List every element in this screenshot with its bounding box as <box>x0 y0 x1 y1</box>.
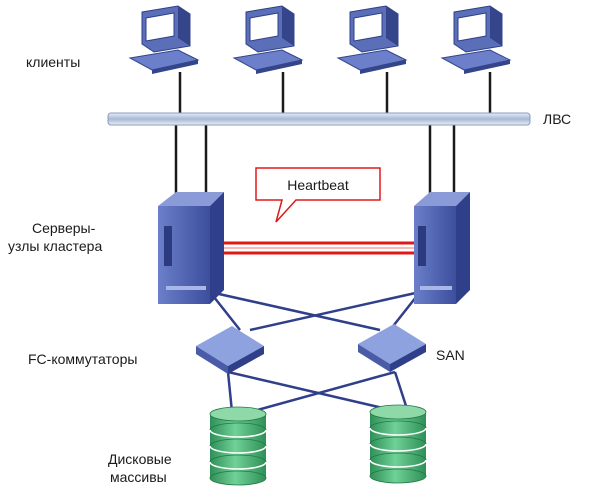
heartbeat-link <box>218 241 414 255</box>
servers-label-line2: узлы кластера <box>8 238 102 254</box>
desktop-computer-icon <box>232 5 304 74</box>
disk-array-right <box>369 404 427 484</box>
servers-label-line1: Серверы- <box>32 220 96 236</box>
disks-label-line2: массивы <box>110 469 167 485</box>
fc-switch-right <box>358 324 426 372</box>
disk-array-left <box>209 406 267 486</box>
clients-group <box>128 5 512 74</box>
lan-server-links <box>174 124 456 196</box>
server-right <box>414 192 470 304</box>
desktop-computer-icon <box>336 5 408 74</box>
fc-switches-label: FC-коммутаторы <box>28 351 137 367</box>
fc-switch-left <box>196 326 264 374</box>
lan-bus <box>107 112 531 126</box>
clients-label: клиенты <box>26 54 80 70</box>
desktop-computer-icon <box>440 5 512 74</box>
desktop-computer-icon <box>128 5 200 74</box>
heartbeat-label: Heartbeat <box>287 177 349 193</box>
heartbeat-callout: Heartbeat <box>255 167 381 223</box>
lan-label: ЛВС <box>543 111 571 127</box>
san-label: SAN <box>436 347 465 363</box>
server-left <box>158 192 224 304</box>
disks-label-line1: Дисковые <box>108 451 172 467</box>
disk-array-icon <box>369 404 427 420</box>
client-lan-links <box>178 72 492 116</box>
disk-array-icon <box>209 406 267 422</box>
